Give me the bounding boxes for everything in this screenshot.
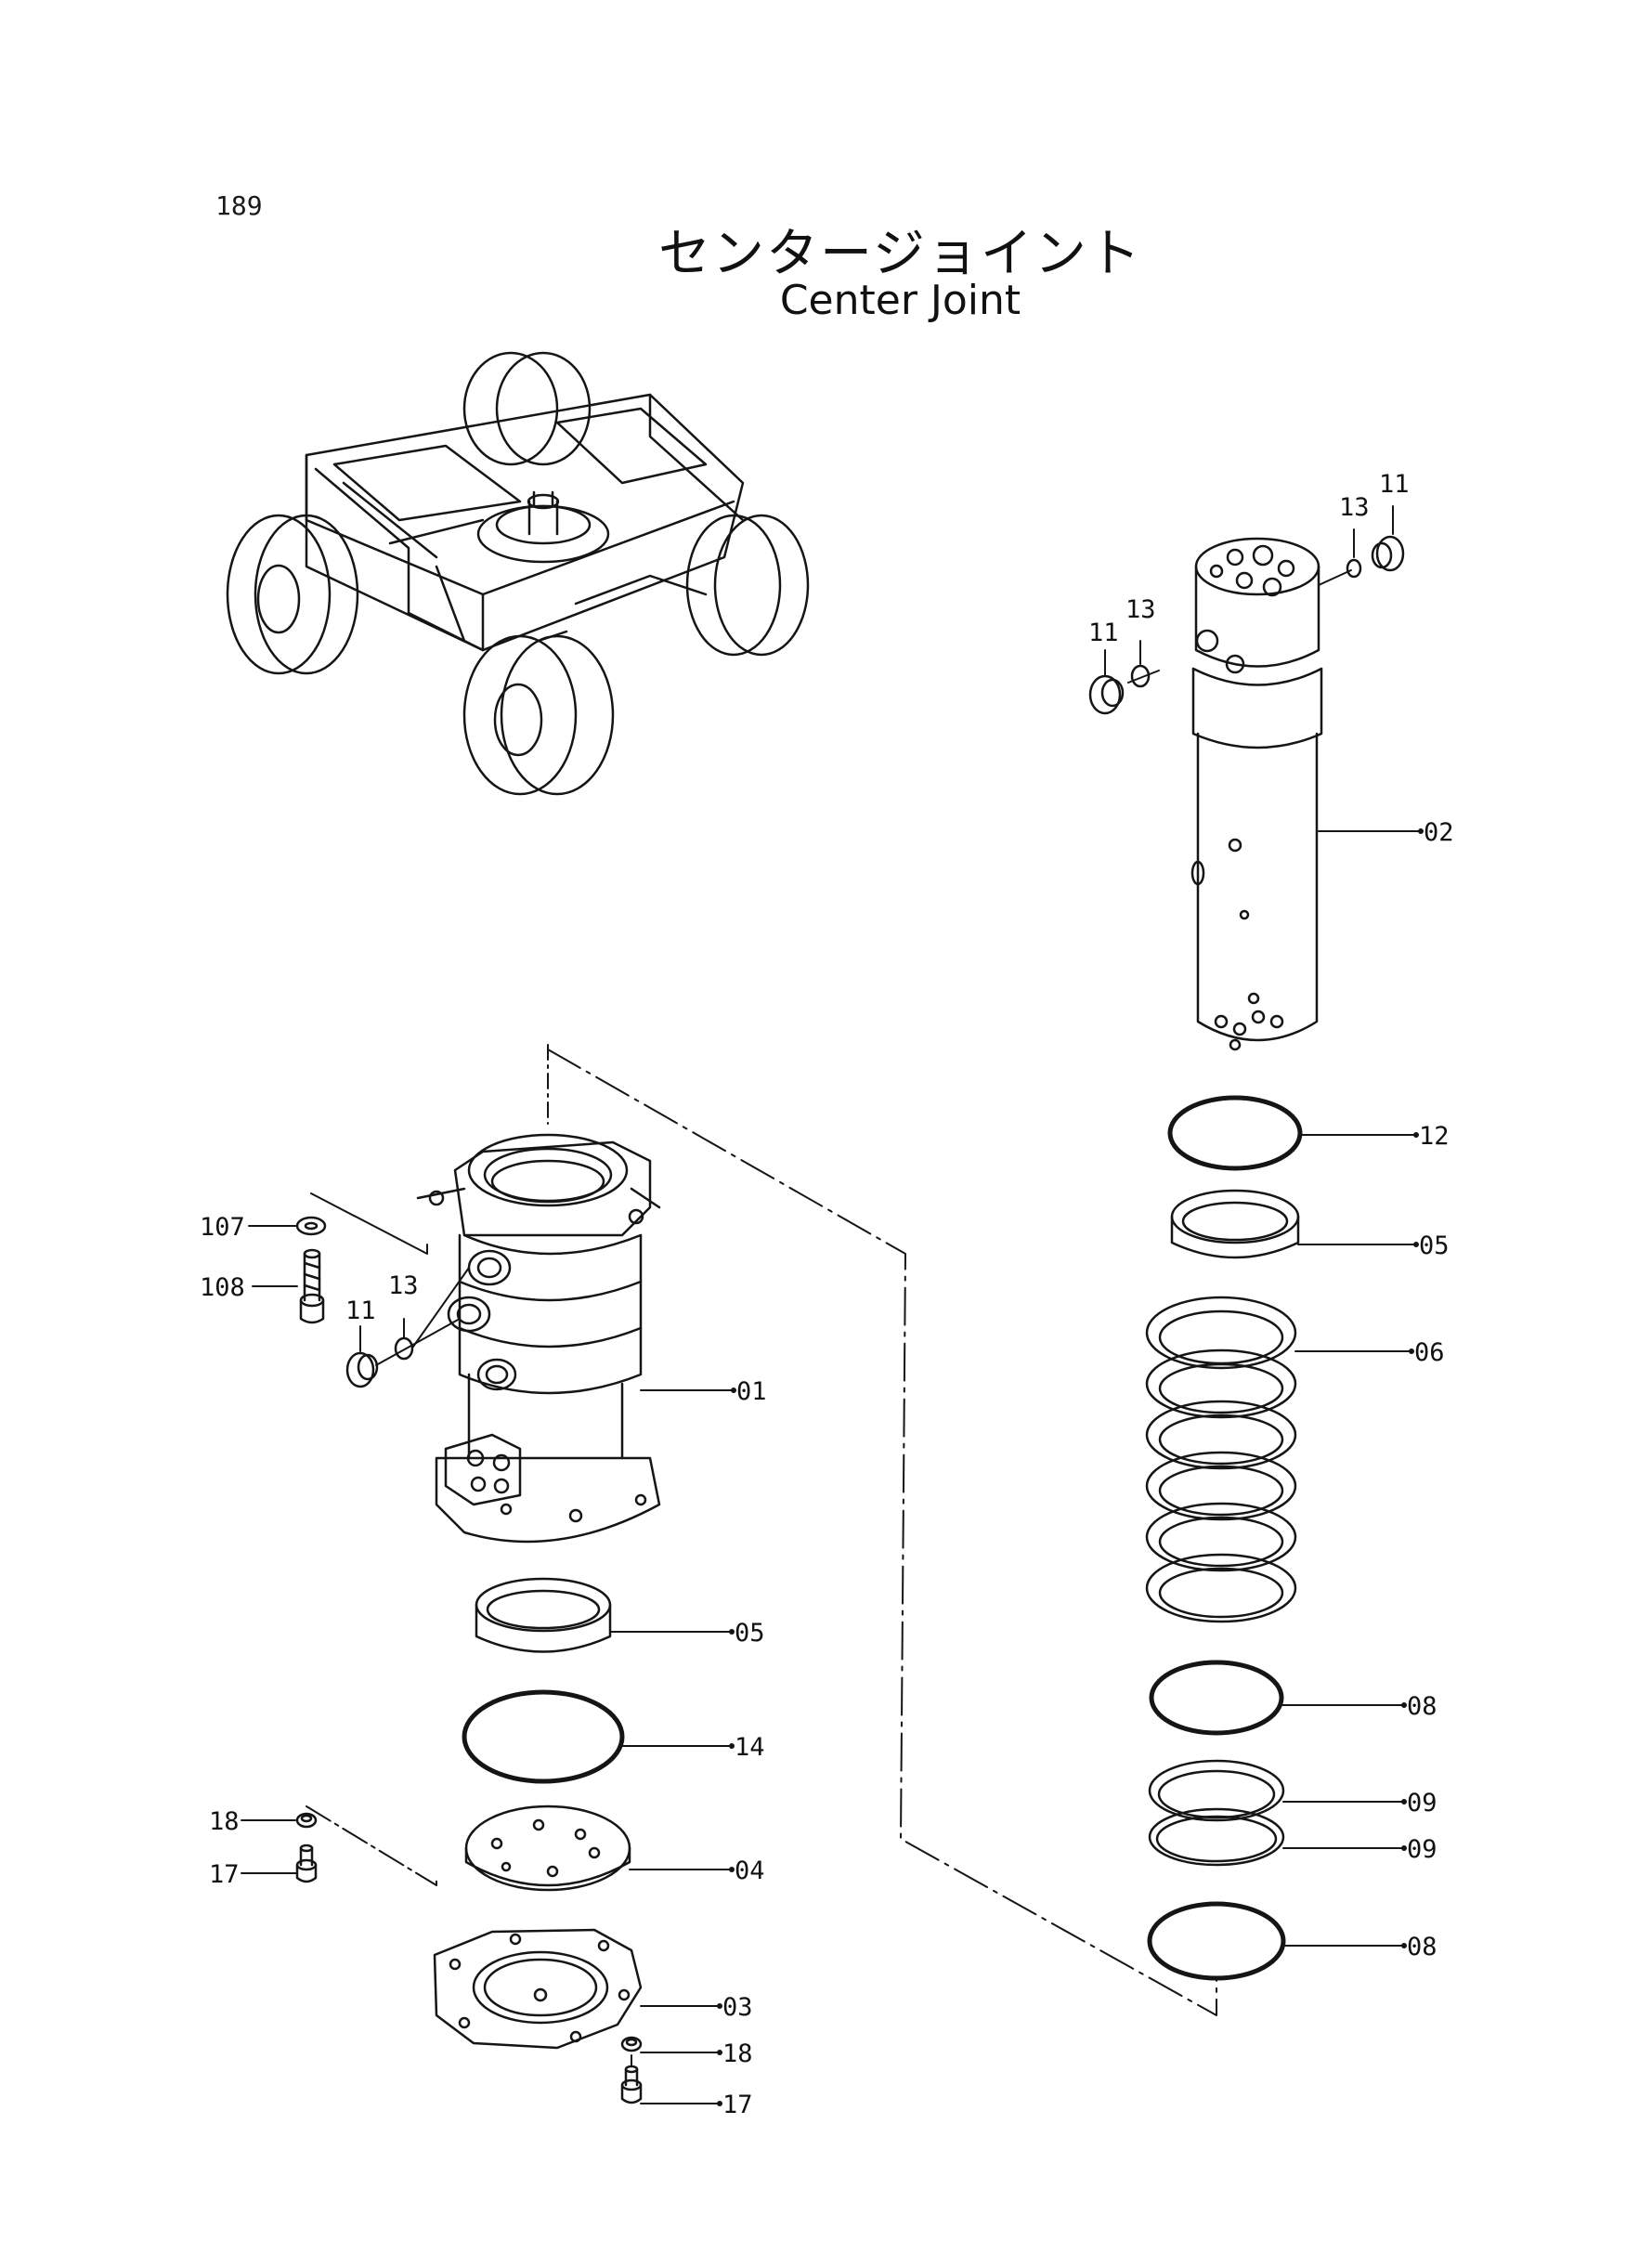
callout-107: 107: [200, 1213, 245, 1242]
o-ring-12: [1167, 1095, 1303, 1171]
bolt-108: [299, 1248, 325, 1324]
callout-13-spindle-side: 13: [1125, 595, 1156, 624]
washer-107: [295, 1216, 327, 1236]
callout-17-upper: 17: [209, 1860, 240, 1889]
callout-18-lower: 18: [722, 2039, 753, 2068]
ring-05-right: [1170, 1189, 1300, 1259]
callout-12: 12: [1419, 1122, 1450, 1151]
o-ring-13-body: [394, 1336, 414, 1361]
callout-05-right: 05: [1419, 1231, 1450, 1260]
undercarriage-illustration: [226, 351, 810, 796]
assembly-lines: [306, 569, 1352, 2067]
o-ring-08-upper: [1149, 1660, 1284, 1736]
plug-11-spindle-side: [1088, 674, 1125, 715]
cover-plate-04: [464, 1804, 631, 1892]
callout-13-spindle-top: 13: [1339, 493, 1370, 522]
callout-11-body: 11: [345, 1296, 376, 1325]
callout-03: 03: [722, 1993, 753, 2022]
bolt-17-lower: [620, 2065, 643, 2104]
callout-11-spindle-top: 11: [1379, 470, 1410, 499]
plug-11-body: [345, 1351, 379, 1388]
o-ring-13-spindle-top: [1346, 558, 1362, 579]
o-ring-13-spindle-side: [1130, 664, 1151, 688]
callout-108: 108: [200, 1273, 245, 1302]
callout-09-upper: 09: [1407, 1789, 1437, 1818]
callout-14: 14: [735, 1733, 765, 1762]
callout-05-left: 05: [735, 1619, 765, 1648]
callout-09-lower: 09: [1407, 1835, 1437, 1864]
spindle-part-02: [1190, 537, 1323, 1051]
callout-18-upper: 18: [209, 1807, 240, 1836]
callout-08-lower: 08: [1407, 1933, 1437, 1961]
o-ring-08-lower: [1147, 1901, 1286, 1981]
seal-18-upper: [295, 1812, 318, 1829]
plug-11-spindle-top: [1371, 535, 1405, 572]
leader-lines: [241, 505, 1422, 2104]
callout-01: 01: [736, 1377, 767, 1406]
title-english: Center Joint: [779, 277, 1021, 324]
cover-03: [433, 1928, 643, 2050]
callout-04: 04: [735, 1857, 765, 1885]
callout-11-spindle-side: 11: [1088, 619, 1119, 647]
callout-08-upper: 08: [1407, 1692, 1437, 1721]
ring-09-lower: [1148, 1807, 1285, 1867]
ring-09-upper: [1148, 1759, 1285, 1822]
o-ring-14: [462, 1689, 625, 1784]
leader-arrowheads: [717, 828, 1424, 2106]
callout-17-lower: 17: [722, 2091, 753, 2119]
ring-05-left: [475, 1577, 612, 1653]
body-part-01: [416, 1133, 661, 1544]
bolt-17-upper: [295, 1844, 318, 1883]
seal-18-lower: [620, 2036, 643, 2052]
seal-stack-06: [1145, 1296, 1297, 1623]
page-number: 189: [215, 190, 263, 221]
callout-06: 06: [1414, 1338, 1445, 1367]
title-japanese: センタージョイント: [658, 224, 1142, 284]
callout-02: 02: [1424, 818, 1454, 847]
callout-13-body: 13: [388, 1271, 419, 1300]
